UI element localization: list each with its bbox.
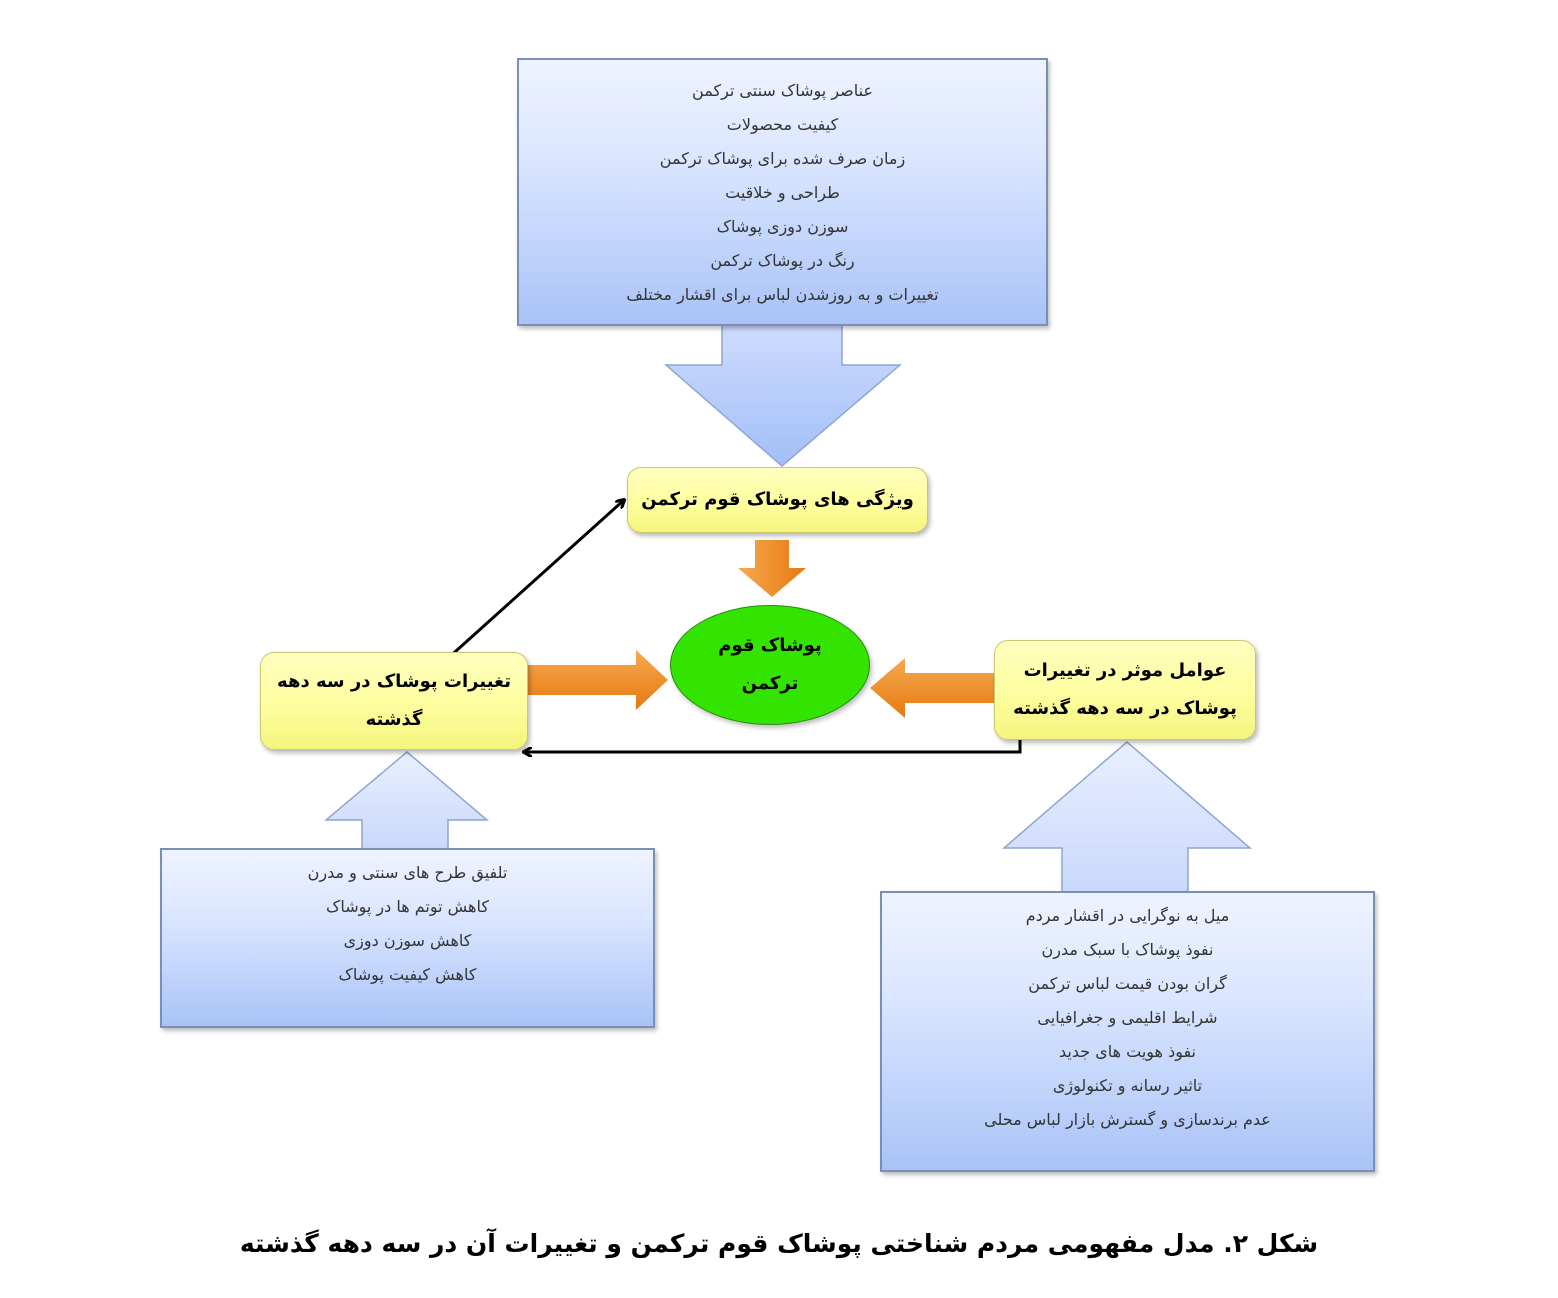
changes-list-box: تلفیق طرح های سنتی و مدرن کاهش توتم ها د… bbox=[160, 848, 655, 1028]
top-block-arrow bbox=[663, 321, 903, 467]
changes-list-line: کاهش کیفیت پوشاک bbox=[338, 965, 477, 984]
top-factors-box: عناصر پوشاک سنتی ترکمن کیفیت محصولات زما… bbox=[517, 58, 1048, 326]
factors-list-line: تاثیر رسانه و تکنولوژی bbox=[1052, 1076, 1203, 1095]
factors-node: عوامل موثر در تغییرات پوشاک در سه دهه گذ… bbox=[994, 640, 1256, 740]
orange-arrow-right-to-center bbox=[870, 658, 996, 718]
orange-arrow-left-to-center bbox=[527, 650, 668, 710]
changes-list-line: کاهش سوزن دوزی bbox=[343, 931, 472, 950]
factors-list-line: شرایط اقلیمی و جغرافیایی bbox=[1037, 1008, 1218, 1027]
black-arrow-diagonal bbox=[444, 500, 624, 662]
top-box-line: کیفیت محصولات bbox=[726, 115, 839, 134]
features-node: ویژگی های پوشاک قوم ترکمن bbox=[627, 467, 928, 533]
features-node-text: ویژگی های پوشاک قوم ترکمن bbox=[641, 489, 914, 510]
top-box-line: تغییرات و به روزشدن لباس برای اقشار مختل… bbox=[626, 285, 939, 304]
factors-list-line: عدم برندسازی و گسترش بازار لباس محلی bbox=[984, 1110, 1271, 1129]
changes-node-line: تغییرات پوشاک در سه دهه bbox=[277, 671, 511, 692]
center-node: پوشاک قوم ترکمن bbox=[670, 605, 870, 725]
right-block-arrow bbox=[1001, 741, 1253, 894]
center-node-line: پوشاک قوم bbox=[718, 635, 822, 656]
top-box-line: زمان صرف شده برای پوشاک ترکمن bbox=[659, 149, 906, 168]
factors-list-line: گران بودن قیمت لباس ترکمن bbox=[1028, 974, 1227, 993]
factors-list-line: نفوذ هویت های جدید bbox=[1058, 1042, 1197, 1061]
factors-list-line: میل به نوگرایی در اقشار مردم bbox=[1025, 906, 1230, 925]
black-arrow-bottom bbox=[524, 738, 1022, 752]
factors-list-box: میل به نوگرایی در اقشار مردم نفوذ پوشاک … bbox=[880, 891, 1375, 1172]
top-box-line: طراحی و خلاقیت bbox=[725, 183, 840, 202]
center-node-line: ترکمن bbox=[741, 673, 799, 694]
left-block-arrow bbox=[323, 751, 490, 851]
figure-caption: شکل ۲. مدل مفهومی مردم شناختی پوشاک قوم … bbox=[239, 1229, 1319, 1258]
changes-node: تغییرات پوشاک در سه دهه گذشته bbox=[260, 652, 528, 750]
top-box-line: سوزن دوزی پوشاک bbox=[716, 217, 849, 236]
changes-list-line: کاهش توتم ها در پوشاک bbox=[326, 897, 489, 916]
orange-arrow-down bbox=[738, 540, 806, 597]
changes-node-line: گذشته bbox=[365, 709, 423, 730]
top-box-line: رنگ در پوشاک ترکمن bbox=[710, 251, 855, 270]
factors-node-line: عوامل موثر در تغییرات bbox=[1023, 660, 1227, 681]
factors-node-line: پوشاک در سه دهه گذشته bbox=[1013, 698, 1237, 719]
top-box-line: عناصر پوشاک سنتی ترکمن bbox=[692, 81, 873, 100]
factors-list-line: نفوذ پوشاک با سبک مدرن bbox=[1041, 940, 1214, 959]
changes-list-line: تلفیق طرح های سنتی و مدرن bbox=[307, 863, 508, 882]
